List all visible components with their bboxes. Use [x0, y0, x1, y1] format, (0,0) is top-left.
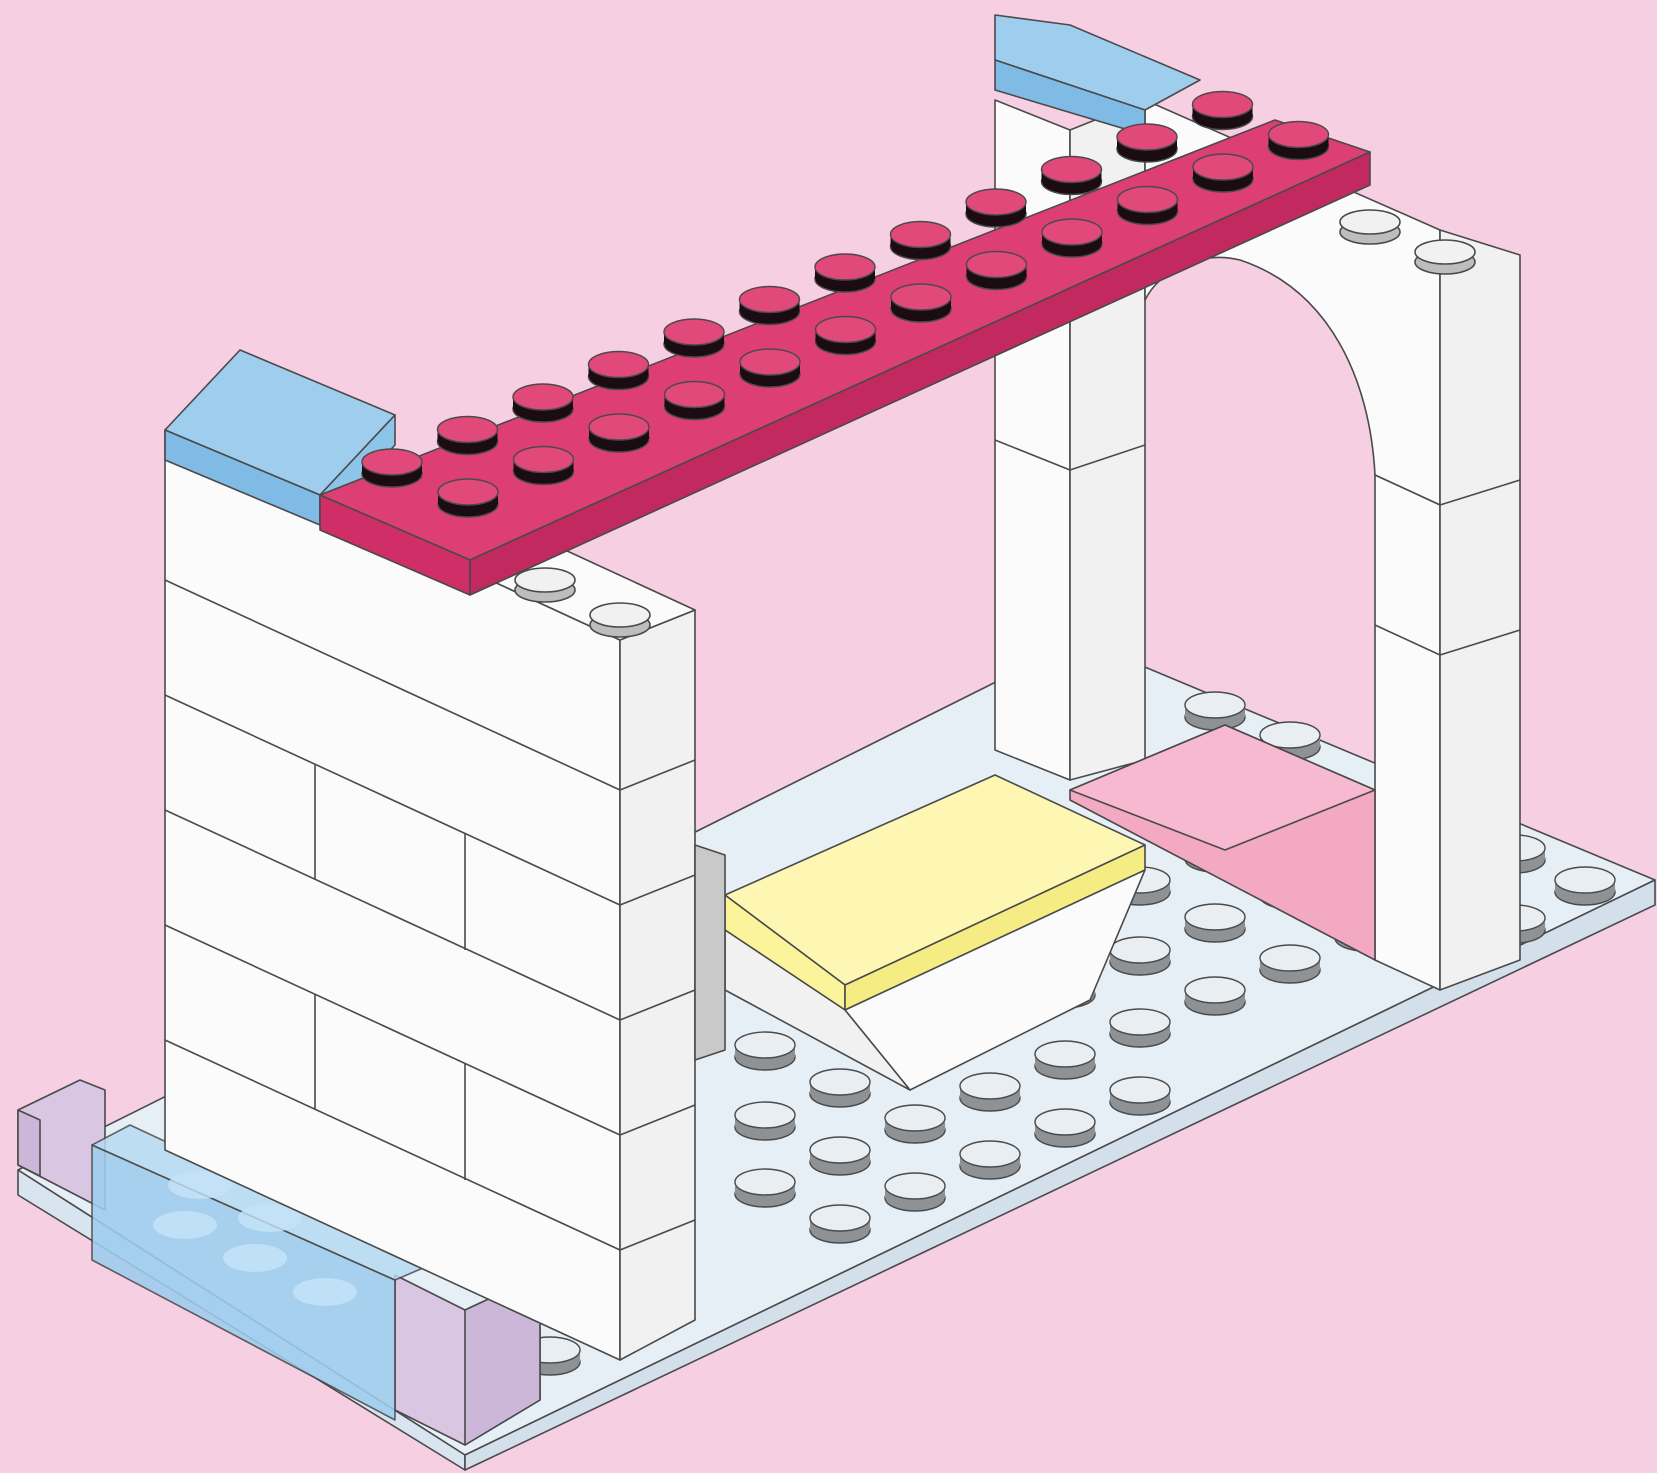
magenta-stud: [740, 287, 800, 325]
magenta-stud: [891, 222, 951, 260]
baseplate-stud: [1185, 692, 1245, 730]
baseplate-stud: [735, 1102, 795, 1140]
magenta-stud: [1042, 219, 1102, 257]
magenta-stud: [514, 447, 574, 485]
magenta-stud: [664, 319, 724, 357]
magenta-stud: [589, 352, 649, 390]
baseplate-stud: [960, 1073, 1020, 1111]
magenta-stud: [967, 252, 1027, 290]
baseplate-stud: [1110, 1009, 1170, 1047]
magenta-stud: [513, 384, 573, 422]
baseplate-stud: [810, 1205, 870, 1243]
magenta-stud: [438, 479, 498, 517]
magenta-stud: [816, 317, 876, 355]
baseplate-stud: [735, 1169, 795, 1207]
magenta-stud: [815, 254, 875, 292]
baseplate-stud: [1260, 945, 1320, 983]
magenta-stud: [362, 449, 422, 487]
magenta-stud: [740, 349, 800, 387]
baseplate-stud: [735, 1032, 795, 1070]
baseplate-stud: [1110, 937, 1170, 975]
baseplate-stud: [810, 1137, 870, 1175]
baseplate-stud: [1555, 867, 1615, 905]
magenta-stud: [589, 414, 649, 452]
baseplate-stud: [885, 1105, 945, 1143]
baseplate-stud: [1185, 977, 1245, 1015]
magenta-stud: [1193, 92, 1253, 130]
magenta-stud: [438, 417, 498, 455]
magenta-stud: [891, 284, 951, 322]
magenta-stud: [1193, 154, 1253, 192]
plate-icon: [320, 15, 1370, 595]
baseplate-stud: [960, 1141, 1020, 1179]
baseplate-stud: [885, 1173, 945, 1211]
magenta-stud: [1042, 157, 1102, 195]
baseplate-stud: [810, 1069, 870, 1107]
baseplate-stud: [1035, 1041, 1095, 1079]
magenta-stud: [665, 382, 725, 420]
baseplate-stud: [1035, 1109, 1095, 1147]
baseplate-stud: [1185, 904, 1245, 942]
magenta-stud: [966, 189, 1026, 227]
magenta-stud: [1118, 187, 1178, 225]
baseplate-stud: [1110, 1077, 1170, 1115]
magenta-stud: [1269, 122, 1329, 160]
magenta-stud: [1117, 124, 1177, 162]
